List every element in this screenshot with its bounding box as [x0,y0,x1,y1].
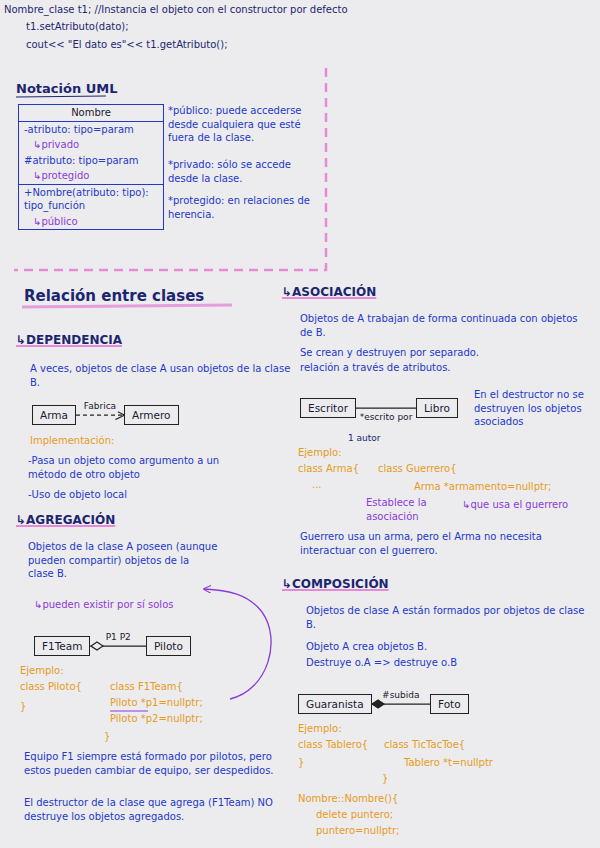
example-label: Ejemplo: [298,446,342,460]
sub-heading: ↳COMPOSICIÓN [282,576,389,592]
heading-highlight [22,305,232,307]
note-text: *público: puede accederse desde cualquie… [168,104,318,145]
class-box: Piloto [146,636,191,656]
class-name: Armero [132,408,171,422]
heading-underline [16,96,106,97]
uml-member: -atributo: tipo=param [19,122,163,138]
note-text: Objeto A crea objetos B. [306,640,427,654]
multiplicity-label: 1 autor [348,432,381,444]
code-line: Nombre::Nombre(){ [298,792,398,806]
code-line: class Arma{ [298,462,359,476]
note-text: El destructor de la clase que agrega (F1… [24,796,276,823]
code-line: class Piloto{ [20,680,82,694]
note-text: -Pasa un objeto como argumento a un méto… [28,454,260,481]
code-line: Arma *armamento=nullptr; [414,480,551,494]
code-line: Nombre_clase t1; //Instancia el objeto c… [4,3,348,17]
class-name: Guaranista [306,697,364,711]
relation-connector [356,407,416,408]
relation-label: P1 P2 [104,631,133,643]
class-box: F1Team [34,636,90,656]
class-name: Arma [40,408,68,422]
relation-connector [90,645,146,646]
code-line: puntero=nullptr; [316,824,399,838]
note-text: A veces, objetos de clase A usan objetos… [30,362,292,389]
code-line: class Tablero{ [298,738,368,752]
code-line: } [298,756,304,770]
note-text: Equipo F1 siempre está formado por pilot… [24,750,276,777]
class-box: Escritor [300,398,356,418]
note-text: En el destructor no se destruyen los obj… [474,388,592,429]
class-name: Libro [424,401,450,415]
class-name: Piloto [154,639,183,653]
class-box: Arma [32,405,76,425]
class-box: Libro [416,398,458,418]
uml-class-box: Nombre-atributo: tipo=param↳privado#atri… [18,104,164,230]
uml-member: Nombre [19,105,163,122]
relation-label: Fabrica [82,400,118,412]
class-box: Foto [430,694,469,714]
note-text: relación a través de atributos. [300,361,451,375]
class-box: Armero [124,405,179,425]
code-line: class Guerrero{ [378,462,457,476]
relation-label: *escrito por [358,411,415,423]
section-heading: Relación entre clases [24,286,204,306]
section-heading: Notación UML [16,80,117,98]
code-line: ... [312,478,322,492]
note-text: -Uso de objeto local [28,488,127,502]
class-name: F1Team [42,639,82,653]
section-border [14,68,326,270]
code-line: t1.setAtributo(dato); [26,20,129,34]
note-text: *privado: sólo se accede desde la clase. [168,158,318,185]
relation-label: #subida [380,689,421,701]
visibility-note: ↳privado [19,137,163,153]
note-text: Guerrero usa un arma, pero el Arma no ne… [300,530,585,557]
annotation-text: Establece la asociación [366,496,452,523]
note-text: Objetos de A trabajan de forma continuad… [300,312,585,339]
sub-heading: ↳AGREGACIÓN [16,512,115,528]
sub-heading: ↳DEPENDENCIA [16,332,122,348]
code-line: class TicTacToe{ [384,738,465,752]
visibility-note: ↳protegido [19,168,163,185]
note-text: Implementación: [30,434,114,448]
sub-heading: ↳ASOCIACIÓN [282,284,376,300]
note-text: Objetos de clase A están formados por ob… [306,604,591,631]
relation-connector [372,703,430,704]
code-line: Tablero *t=nullptr [404,756,493,770]
annotation-text: ↳que usa el guerrero [462,498,568,512]
word-underline [110,711,148,712]
class-box: Guaranista [298,694,372,714]
code-line: } [20,700,26,714]
note-text: Se crean y destruyen por separado. [300,346,479,360]
code-line: delete puntero; [316,808,393,822]
code-line: class F1Team{ [110,680,183,694]
code-line: cout<< "El dato es"<< t1.getAtributo(); [26,38,228,52]
class-name: Escritor [308,401,348,415]
uml-member: +Nombre(atributo: tipo): tipo_función [19,185,163,214]
note-text: ↳pueden existir por sí solos [34,598,173,612]
code-line: } [382,772,388,786]
code-line: } [104,730,110,744]
note-text: *protegido: en relaciones de herencia. [168,194,318,221]
note-text: Destruye o.A => destruye o.B [306,656,457,670]
code-line: Piloto *p2=nullptr; [110,712,203,726]
note-text: Objetos de la clase A poseen (aunque pue… [28,540,218,581]
code-line: Piloto *p1=nullptr; [110,696,203,710]
class-name: Foto [438,697,461,711]
uml-member: #atributo: tipo=param [19,153,163,169]
example-label: Ejemplo: [20,664,64,678]
relation-connector [76,414,124,415]
annotation-arrow [204,589,271,699]
visibility-note: ↳público [19,214,163,230]
example-label: Ejemplo: [298,722,342,736]
